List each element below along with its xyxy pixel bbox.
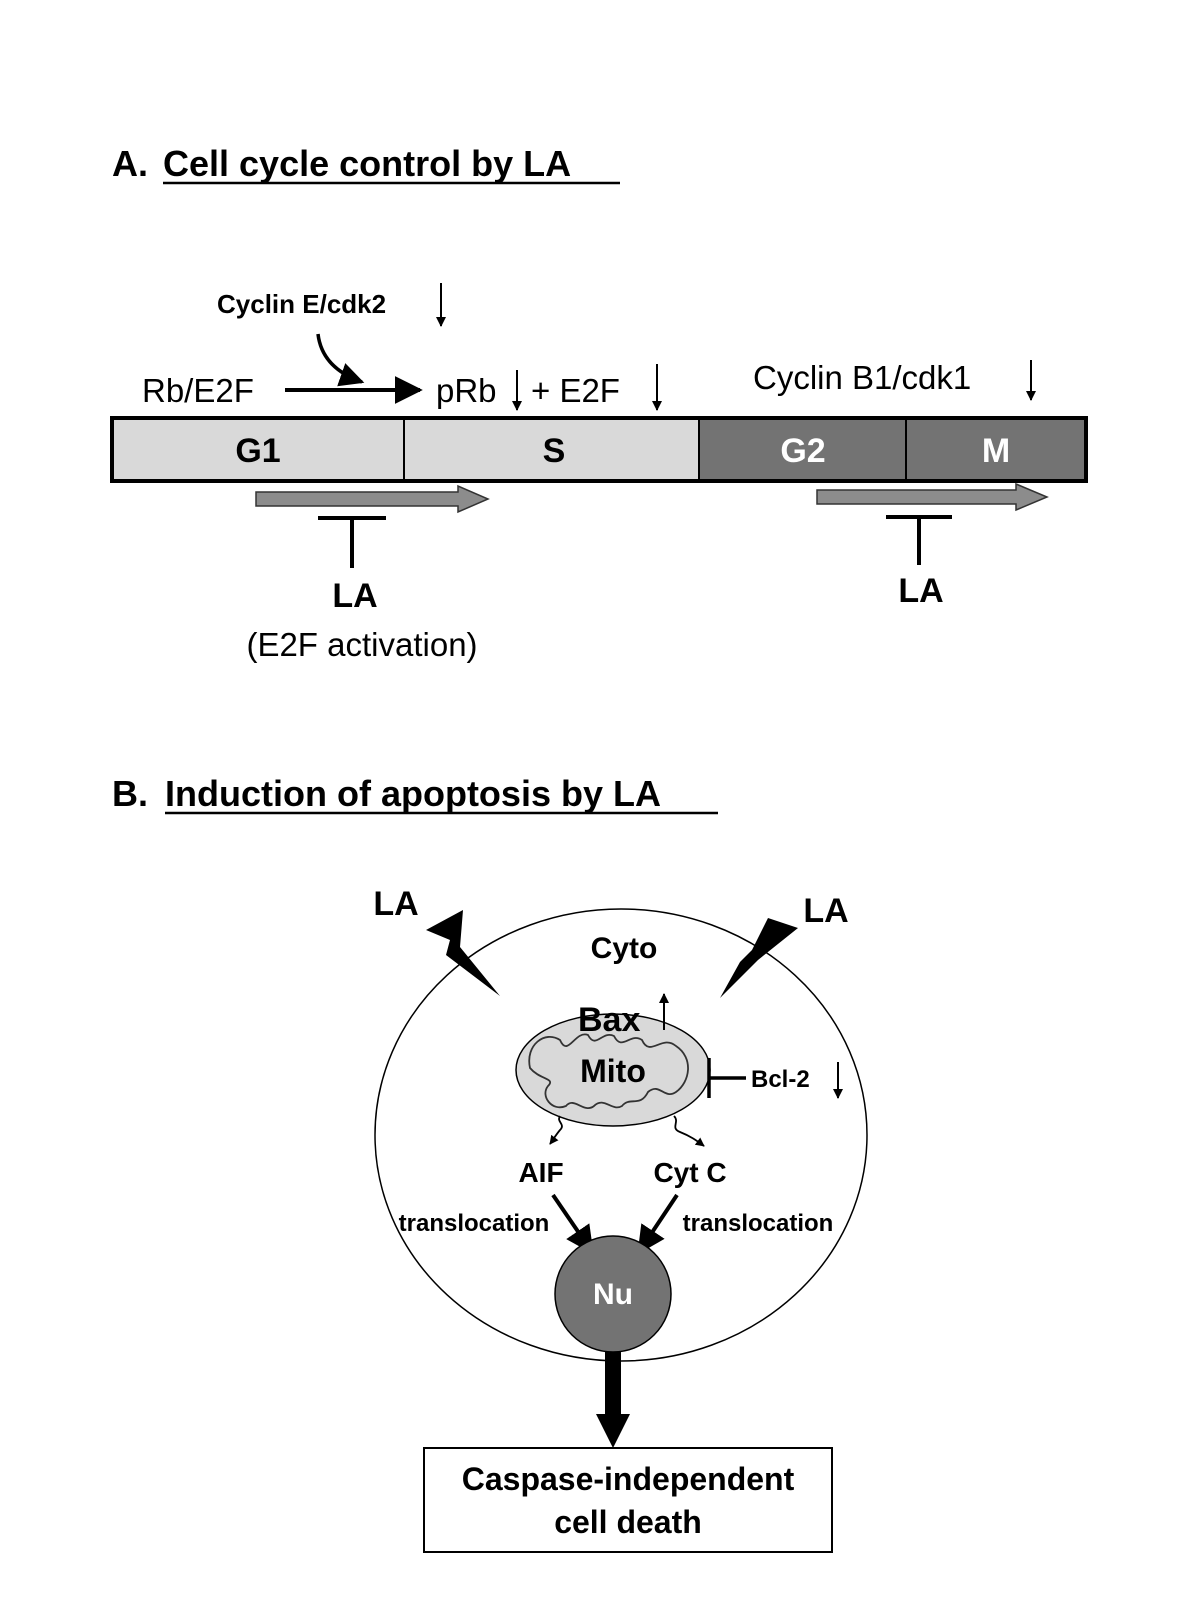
- phase-g2-label: G2: [780, 432, 825, 470]
- translocation-right-label: translocation: [683, 1210, 834, 1237]
- aif-release-arrow: [549, 1115, 563, 1145]
- phase-m-box: [906, 418, 1086, 481]
- outcome-box: [423, 1447, 833, 1553]
- cytc-translocation-arrow: [637, 1193, 679, 1255]
- cytc-label: Cyt C: [653, 1157, 726, 1188]
- phase-g1-label: G1: [235, 432, 280, 470]
- translocation-left-label: translocation: [399, 1210, 550, 1237]
- inhibitor-la-right: LA: [898, 572, 943, 610]
- la-right-label: LA: [803, 892, 848, 930]
- rb-e2f-label: Rb/E2F: [142, 372, 254, 409]
- cytc-release-arrow: [673, 1115, 705, 1147]
- prb-label: pRb: [436, 372, 497, 409]
- plus-e2f-label: + E2F: [531, 372, 620, 409]
- bax-label: Bax: [578, 1001, 640, 1039]
- inhibitor-la-left: LA: [332, 577, 377, 615]
- death-arrow-head: [596, 1414, 630, 1448]
- death-arrow-shaft: [605, 1352, 621, 1416]
- mito-label: Mito: [580, 1053, 646, 1089]
- nucleus-label: Nu: [593, 1278, 633, 1311]
- panel-a: A. Cell cycle control by LA Cyclin E/cdk…: [110, 143, 1088, 663]
- aif-label: AIF: [518, 1157, 563, 1188]
- e2f-activation-note: (E2F activation): [246, 626, 477, 663]
- cyclin-e-label: Cyclin E/cdk2: [217, 289, 386, 319]
- la-left-label: LA: [373, 885, 418, 923]
- panel-a-title: Cell cycle control by LA: [163, 143, 571, 184]
- bcl2-label: Bcl-2: [751, 1066, 810, 1093]
- cyclin-b1-label: Cyclin B1/cdk1: [753, 359, 971, 396]
- cyto-label: Cyto: [591, 932, 658, 965]
- g1-progression-arrow: [255, 484, 490, 514]
- phase-g1-box: [112, 418, 404, 481]
- lightning-bolt-left-icon: [426, 910, 500, 996]
- phase-m-label: M: [982, 432, 1010, 470]
- outcome-line-2: cell death: [554, 1504, 702, 1540]
- g2m-progression-arrow: [816, 482, 1049, 512]
- panel-b: B. Induction of apoptosis by LA LA LA Cy…: [112, 773, 868, 1553]
- panel-b-title: Induction of apoptosis by LA: [165, 773, 661, 814]
- phase-s-box: [404, 418, 699, 481]
- phase-s-label: S: [543, 432, 566, 470]
- cyclin-e-curved-arrow: [316, 333, 365, 387]
- panel-b-letter: B.: [112, 773, 148, 814]
- outcome-line-1: Caspase-independent: [462, 1461, 795, 1497]
- mito-cristae: [528, 1033, 689, 1109]
- cell-cycle-bar: [110, 416, 1088, 483]
- lightning-bolt-right-icon: [720, 918, 798, 998]
- panel-a-letter: A.: [112, 143, 148, 184]
- phase-g2-box: [699, 418, 906, 481]
